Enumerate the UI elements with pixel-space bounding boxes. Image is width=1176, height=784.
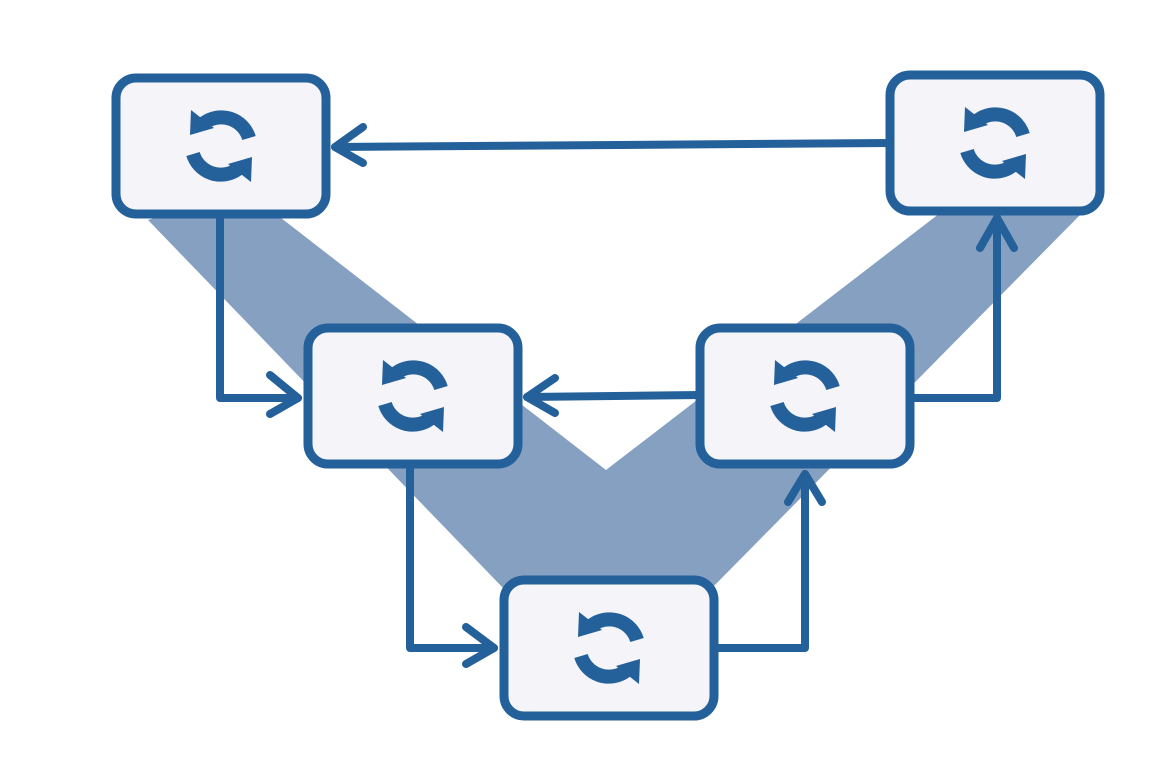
edge-top-right-to-top-left-arrowhead [331,123,367,167]
edge-mid-right-to-mid-left [523,391,704,401]
edge-top-left-to-mid-left [216,214,302,402]
process-box-mid-right [695,323,915,469]
process-box-mid-left [303,323,523,469]
edge-mid-left-to-bottom-arrowhead [462,623,498,668]
edge-top-right-to-top-left [331,139,894,151]
edge-bottom-to-mid-right-arrowhead [784,470,826,506]
edge-mid-right-to-mid-left-arrowhead [523,374,559,417]
process-box-top-left [111,73,331,219]
v-band [148,190,1080,590]
edge-bottom-to-mid-right [712,470,809,652]
process-box-top-right [885,70,1105,216]
edge-mid-right-to-top-right-arrowhead [976,214,1018,252]
process-box-bottom [499,575,719,721]
edge-mid-left-to-bottom [406,460,498,652]
edge-mid-right-to-top-right [906,214,1001,402]
edge-top-left-to-mid-left-arrowhead [266,371,302,418]
